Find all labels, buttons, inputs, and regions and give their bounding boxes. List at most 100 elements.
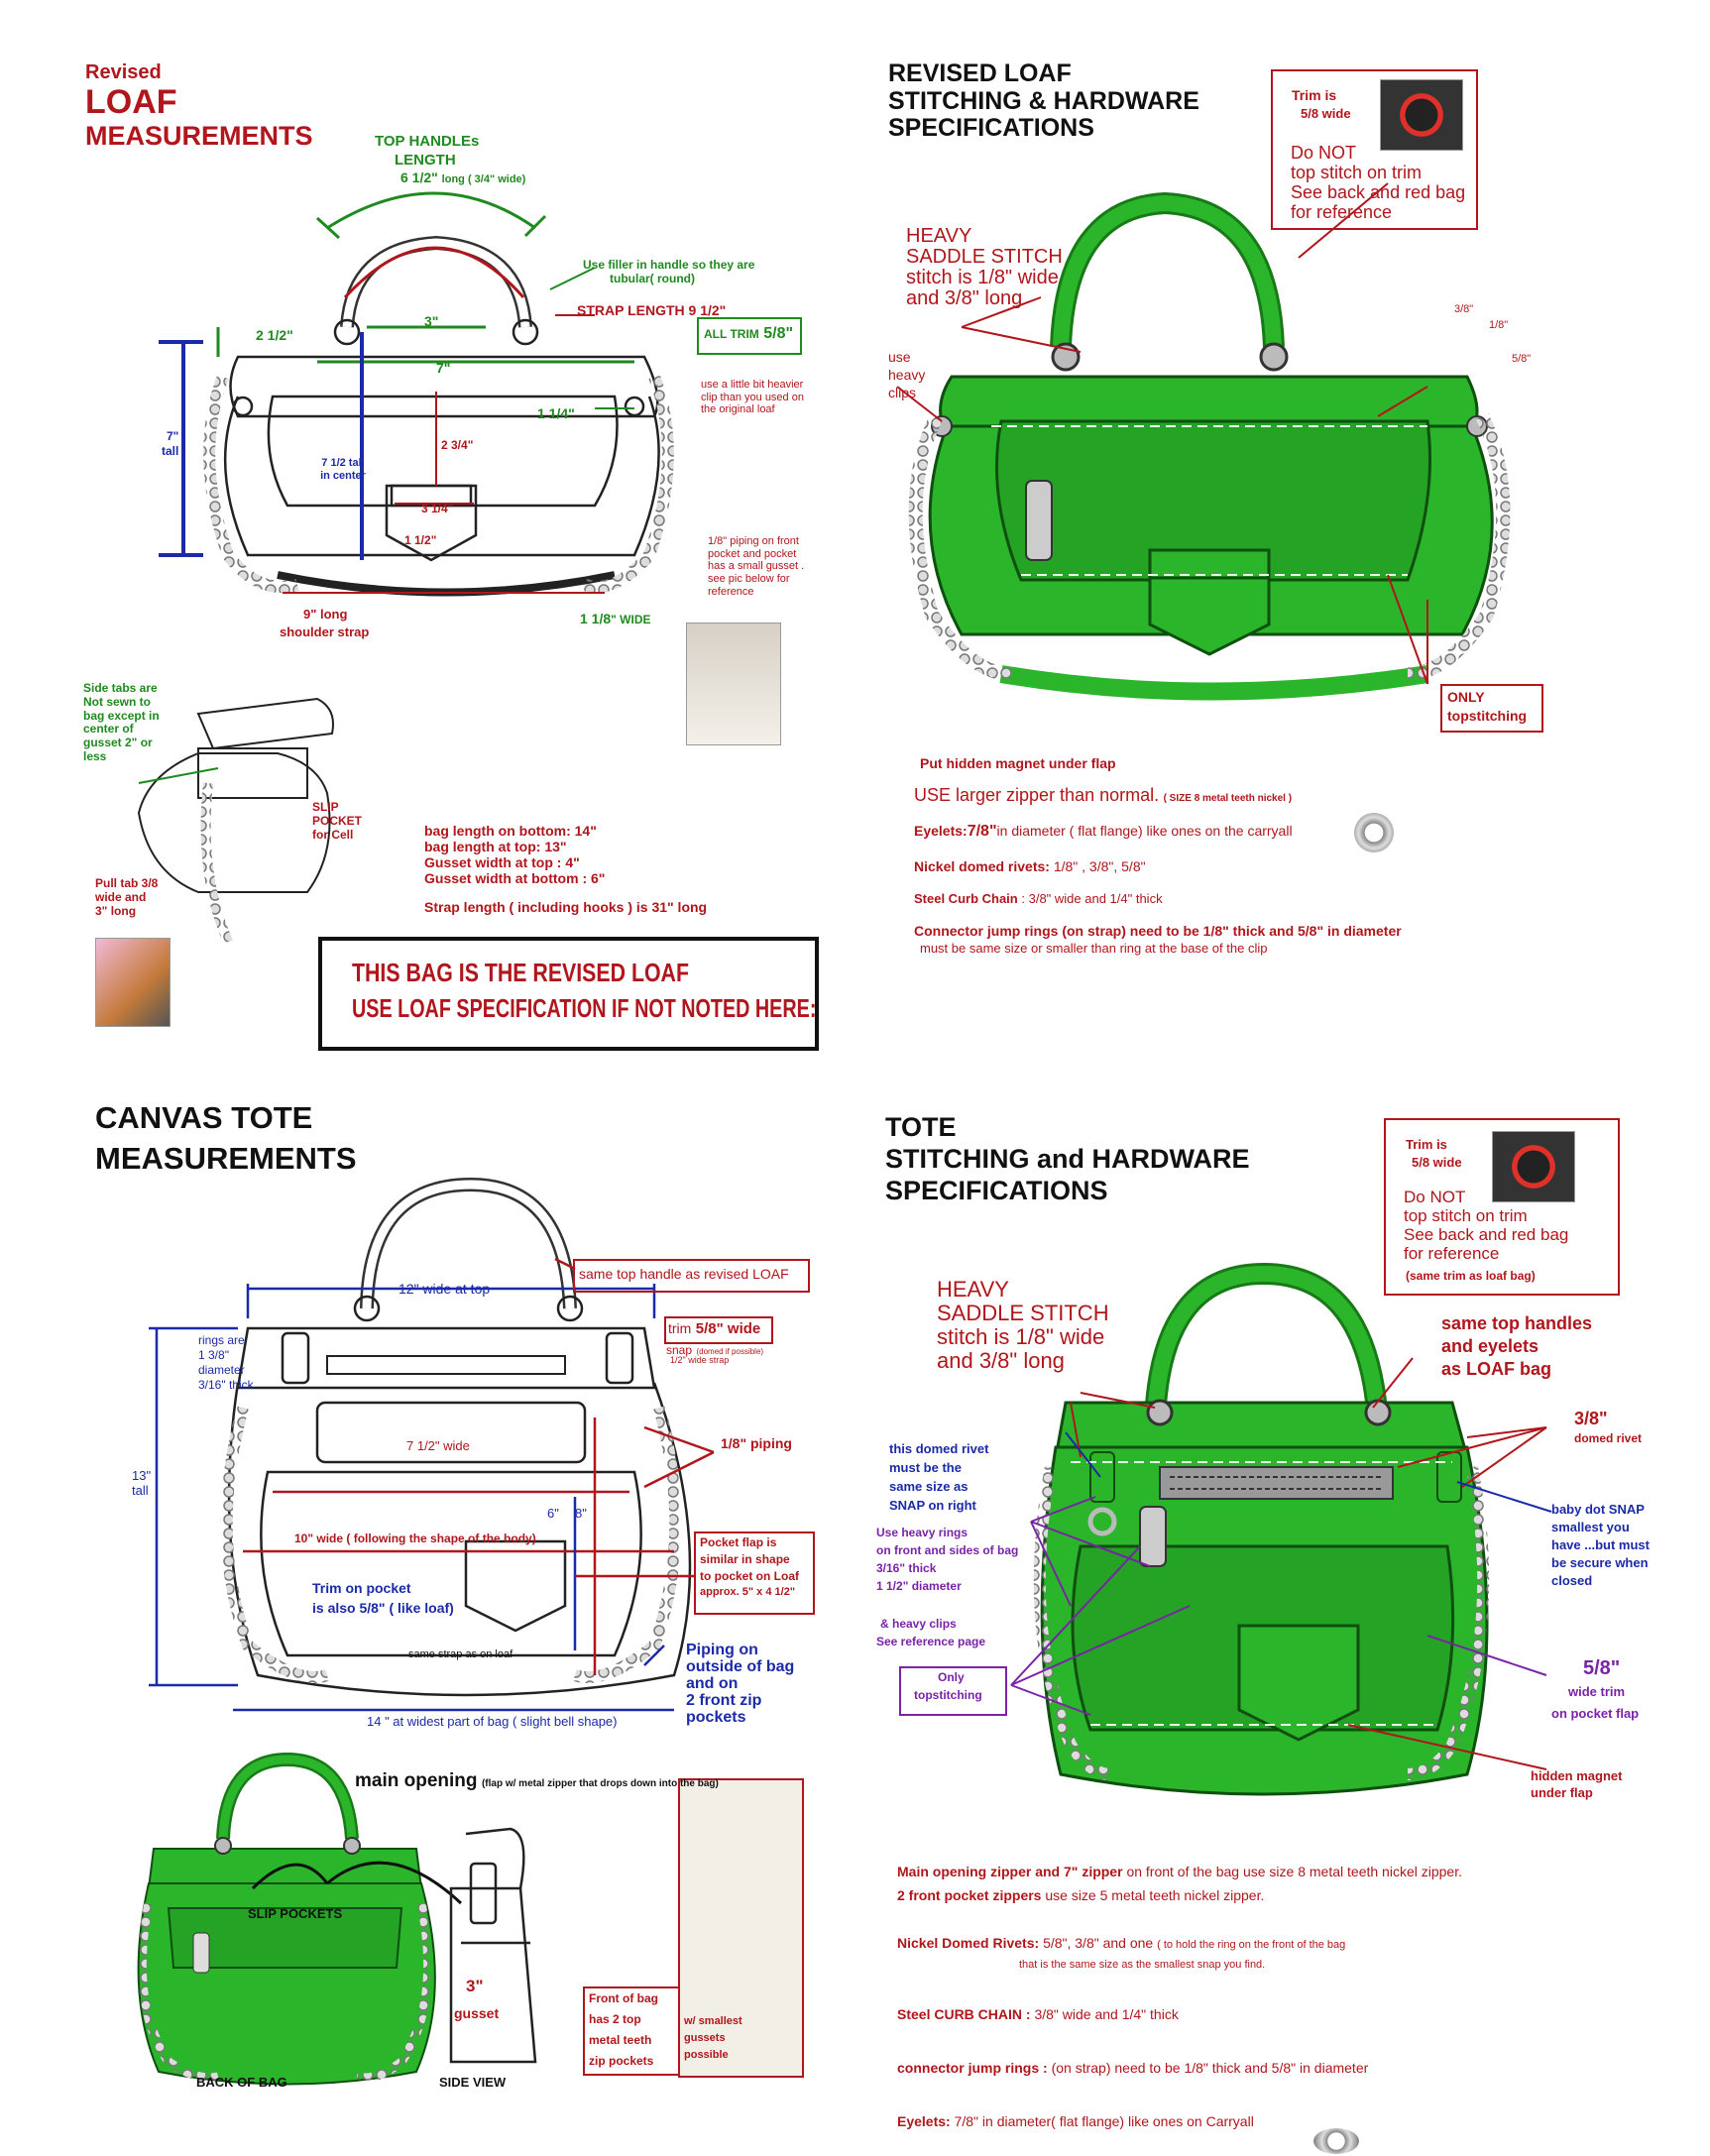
piping-note: 1/8" piping on front pocket and pocket h… (708, 535, 805, 598)
dim-2-three-quarter: 2 3/4" (441, 438, 474, 452)
q2-only-0: ONLY (1447, 689, 1485, 705)
bag-length-2: Gusset width at top : 4" (424, 854, 580, 870)
q4-saddle-2: stitch is 1/8" wide (937, 1324, 1105, 1349)
q2-title-0: REVISED LOAF (888, 59, 1072, 87)
piping-out-1: outside of bag (686, 1658, 795, 1675)
q2-clips-0: use (888, 349, 911, 365)
q4-zipper-1: Main opening zipper and 7" zipper on fro… (897, 1864, 1462, 1879)
bag-length-1: bag length at top: 13" (424, 839, 567, 854)
front-note-box (583, 1986, 680, 2076)
loaf-chain-right (583, 374, 674, 593)
dim-3-inch: 3" (424, 313, 439, 329)
clips-note-1: See reference page (876, 1635, 986, 1648)
q4-trim-note-0: Do NOT (1404, 1188, 1466, 1206)
front-note-0: Front of bag (589, 1991, 658, 2005)
filler-note-2: tubular( round) (610, 272, 695, 285)
q1-title-sub: MEASUREMENTS (85, 121, 313, 151)
dim-7-half-center: 7 1/2 tall in center (320, 457, 366, 482)
side-tab-detail-drawing (137, 697, 334, 893)
q4-jump: connector jump rings : (on strap) need t… (897, 2060, 1369, 2076)
smallest-0: w/ smallest (684, 2015, 742, 2027)
q3-h8: 8" (575, 1506, 587, 1521)
only-topstitch-box-q4 (899, 1666, 1007, 1716)
dim-7-wide: 7" (436, 360, 451, 376)
flap-note-3: approx. 5" x 4 1/2" (700, 1586, 796, 1598)
bag-length-3: Gusset width at bottom : 6" (424, 870, 606, 886)
piping-out-0: Piping on (686, 1642, 758, 1658)
trim58-1: wide trim (1568, 1684, 1626, 1699)
trim58-0: 5/8" (1583, 1657, 1621, 1679)
q4-domed-rivet: domed rivet (1574, 1431, 1643, 1445)
q4-title-0: TOTE (885, 1112, 957, 1142)
trim-note-box-q2 (1271, 69, 1478, 230)
q2-magnet: Put hidden magnet under flap (920, 755, 1116, 771)
q3-w14: 14 " at widest part of bag ( slight bell… (367, 1714, 618, 1729)
handles-label-1: TOP HANDLEs (375, 133, 480, 150)
piping-out-4: pockets (686, 1709, 746, 1726)
q4-trim-2: 5/8 wide (1412, 1155, 1462, 1170)
smallest-2: possible (684, 2049, 729, 2061)
trim-pocket-0: Trim on pocket (312, 1580, 411, 1596)
smallest-1: gussets (684, 2032, 726, 2044)
handle-note: same top handle as revised LOAF (579, 1266, 789, 1282)
rivet-1-8: 1/8" (1489, 319, 1509, 331)
trim-pocket-1: is also 5/8" ( like loaf) (312, 1600, 454, 1616)
rings-2: diameter (198, 1363, 245, 1377)
q3-title-1: MEASUREMENTS (95, 1141, 357, 1176)
all-trim-box (697, 317, 802, 355)
q2-title-2: SPECIFICATIONS (888, 114, 1094, 142)
q4-trim-same: (same trim as loaf bag) (1406, 1269, 1536, 1283)
shoulder-strap-2: shoulder strap (280, 624, 370, 639)
flap-note-box (694, 1532, 815, 1615)
shoulder-strap-1: 9" long (303, 607, 348, 622)
baby-snap-2: have ...but must (1551, 1537, 1650, 1552)
filler-note-1: Use filler in handle so they are (583, 258, 755, 272)
domed-note-0: this domed rivet (889, 1441, 989, 1456)
front-note-2: metal teeth (589, 2033, 652, 2047)
eyelet-icon (1313, 2128, 1359, 2154)
q2-saddle-2: stitch is 1/8" wide (906, 267, 1059, 288)
q2-clips-2: clips (888, 385, 917, 400)
flap-note-0: Pocket flap is (700, 1535, 777, 1549)
q2-trim-1: Trim is (1292, 87, 1337, 103)
dim-3-quarter: 3 1/4" (421, 502, 454, 515)
q4-rivets-2: that is the same size as the smallest sn… (1019, 1959, 1266, 1971)
q1-title-small: Revised (85, 61, 162, 83)
q4-magnet-1: under flap (1531, 1785, 1593, 1800)
same-strap: same strap as on loaf (408, 1648, 513, 1660)
loaf-stitching-drawing (928, 191, 1494, 701)
q2-trim-2: 5/8 wide (1301, 106, 1351, 121)
q4-saddle-1: SADDLE STITCH (937, 1301, 1109, 1325)
piping-out-3: 2 front zip (686, 1692, 762, 1709)
gusset-3: 3" (466, 1977, 484, 1995)
flap-note-2: to pocket on Loaf (700, 1569, 799, 1583)
piping-out-2: and on (686, 1675, 739, 1692)
flap-note-1: similar in shape (700, 1552, 790, 1566)
dim-1-half: 1 1/2" (404, 533, 437, 547)
q2-jump-rings-2: must be same size or smaller than ring a… (920, 941, 1268, 956)
q4-trim-note-2: See back and red bag (1404, 1225, 1569, 1244)
q2-saddle-3: and 3/8" long (906, 287, 1023, 309)
q2-saddle-0: HEAVY (906, 225, 972, 247)
q2-saddle-1: SADDLE STITCH (906, 246, 1063, 268)
back-of-bag: BACK OF BAG (196, 2075, 287, 2090)
q4-trim-note-3: for reference (1404, 1244, 1500, 1263)
same-handles-1: and eyelets (1441, 1336, 1539, 1356)
q2-zipper: USE larger zipper than normal. ( SIZE 8 … (914, 785, 1293, 805)
h13-0: 13" (132, 1468, 152, 1483)
q4-only-0: Only (938, 1670, 965, 1684)
same-handles-2: as LOAF bag (1441, 1359, 1552, 1379)
rings-1: 1 3/8" (198, 1348, 229, 1362)
q2-trim-note-0: Do NOT (1291, 143, 1357, 163)
q4-eyelets: Eyelets: 7/8" in diameter( flat flange) … (897, 2113, 1254, 2129)
handles-label-3: 6 1/2" long ( 3/4" wide) (400, 170, 526, 185)
rings-note-0: Use heavy rings (876, 1526, 969, 1539)
rings-0: rings are (198, 1333, 245, 1347)
only-topstitch-box-q2 (1440, 684, 1543, 733)
q4-only-1: topstitching (914, 1688, 982, 1702)
gusset-label: gusset (454, 2005, 500, 2021)
rings-note-2: 3/16" thick (876, 1561, 937, 1575)
q2-rivets: Nickel domed rivets: 1/8" , 3/8", 5/8" (914, 858, 1146, 874)
dim-1-quarter: 1 1/4" (537, 405, 575, 421)
